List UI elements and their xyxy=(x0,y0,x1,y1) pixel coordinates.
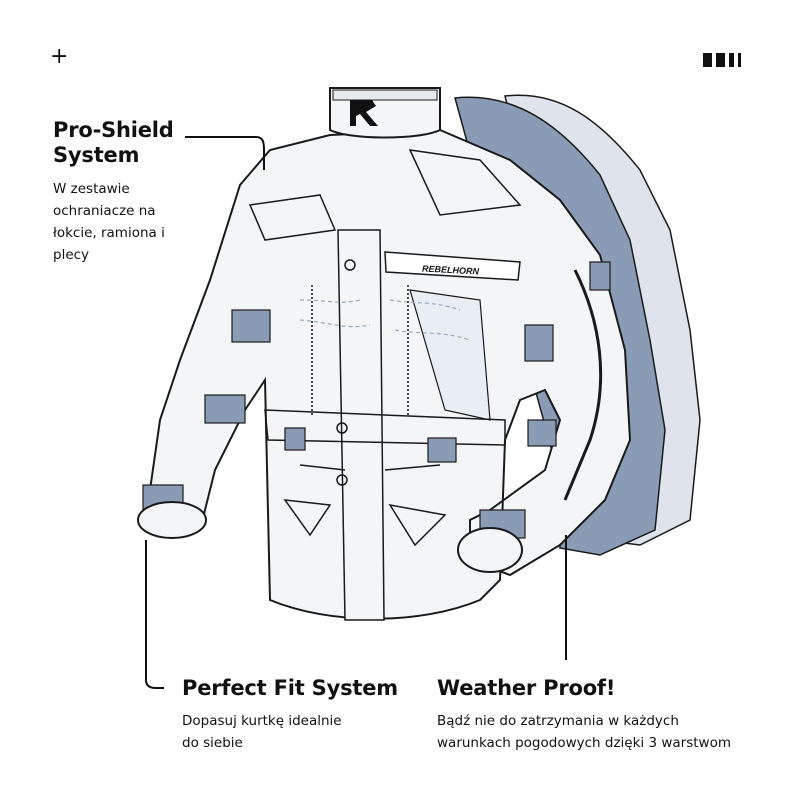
pro-shield-desc-line4: plecy xyxy=(53,247,90,263)
pro-shield-leader-line xyxy=(185,136,265,170)
perfect-fit-leader-line xyxy=(145,540,164,689)
perfect-fit-title: Perfect Fit System xyxy=(182,676,398,700)
rebelhorn-logo-icon xyxy=(350,100,378,126)
collar-band xyxy=(332,89,438,101)
weather-proof-description: Bądź nie do zatrzymania w każdych warunk… xyxy=(437,710,731,754)
pro-shield-title-line1: Pro-Shield xyxy=(53,118,174,142)
pro-shield-description: W zestawie ochraniacze na łokcie, ramion… xyxy=(53,178,165,266)
pro-shield-title: Pro-Shield System xyxy=(53,118,174,168)
weather-proof-desc-line1: Bądź nie do zatrzymania w każdych xyxy=(437,713,679,729)
plus-icon: + xyxy=(50,44,69,69)
pro-shield-desc-line3: łokcie, ramiona i xyxy=(53,225,165,241)
weather-proof-title: Weather Proof! xyxy=(437,676,616,700)
bars-icon xyxy=(703,53,749,67)
perfect-fit-description: Dopasuj kurtkę idealnie do siebie xyxy=(182,710,342,754)
perfect-fit-desc-line1: Dopasuj kurtkę idealnie xyxy=(182,713,342,729)
pro-shield-title-line2: System xyxy=(53,143,140,167)
weather-proof-desc-line2: warunkach pogodowych dzięki 3 warstwom xyxy=(437,735,731,751)
jacket-body xyxy=(146,128,632,620)
perfect-fit-desc-line2: do siebie xyxy=(182,735,243,751)
jacket-brand-text: REBELHORN xyxy=(422,264,480,277)
pro-shield-desc-line1: W zestawie xyxy=(53,181,130,197)
pro-shield-desc-line2: ochraniacze na xyxy=(53,203,156,219)
